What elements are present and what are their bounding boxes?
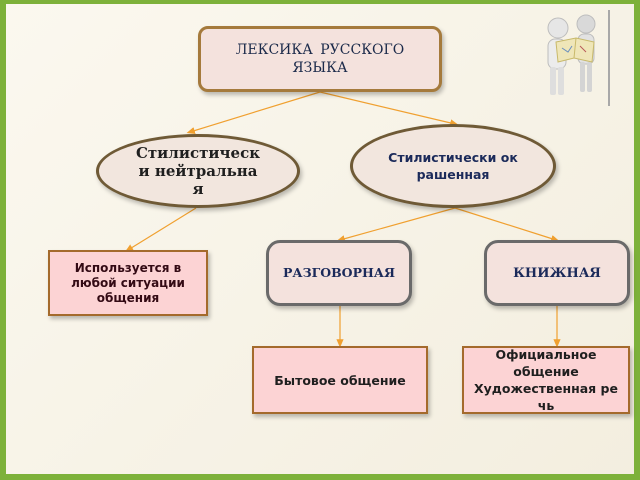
daily-label: Бытовое общение — [274, 372, 406, 388]
root-node: ЛЕКСИКА РУССКОГО ЯЗЫКА — [198, 26, 442, 92]
conversational-label: РАЗГОВОРНАЯ — [283, 265, 395, 280]
bookish-node: КНИЖНАЯ — [484, 240, 630, 306]
colored-label: Стилистически окрашенная — [388, 150, 518, 182]
slide-border-bottom — [0, 474, 640, 480]
slide-border-right — [634, 0, 640, 480]
slide-border-top — [0, 0, 640, 4]
official-label-2: Художественная речь — [474, 381, 618, 413]
connector-root-colored — [319, 91, 459, 127]
neutral-label: Стилистически нейтральная — [135, 144, 261, 198]
connector-colored-book — [454, 207, 560, 242]
connector-root-neutral — [186, 91, 321, 135]
connector-colored-conv — [336, 207, 456, 243]
people-reading-map-icon — [547, 14, 596, 95]
official-node: Официальное общение Художественная речь — [462, 346, 630, 414]
bookish-label: КНИЖНАЯ — [513, 265, 601, 281]
official-label-1: Официальное общение — [495, 347, 597, 379]
connector-neutral-uses — [124, 207, 197, 252]
daily-node: Бытовое общение — [252, 346, 428, 414]
slide-border-left — [0, 0, 6, 480]
uses-label: Используется в любой ситуации общения — [71, 260, 185, 305]
uses-node: Используется в любой ситуации общения — [48, 250, 208, 316]
conversational-node: РАЗГОВОРНАЯ — [266, 240, 412, 306]
decor-vertical-line — [608, 10, 610, 106]
neutral-node: Стилистически нейтральная — [96, 134, 300, 208]
colored-node: Стилистически окрашенная — [350, 124, 556, 208]
root-label: ЛЕКСИКА РУССКОГО ЯЗЫКА — [235, 42, 405, 76]
